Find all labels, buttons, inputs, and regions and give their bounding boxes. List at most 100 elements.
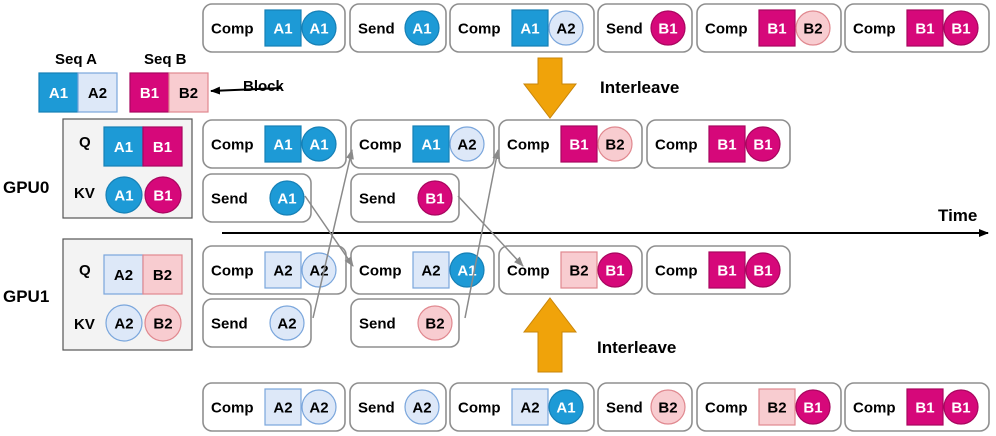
top-op-6-kv-block (943, 10, 979, 46)
time-label: Time (938, 206, 977, 225)
gpu0-comp-1-q-block-label: A1 (273, 137, 292, 154)
gpu1-kv-a2-block (105, 304, 143, 342)
gpu0-kv-b1-block-label: B1 (153, 188, 172, 205)
gpu0-q-b1-block (142, 126, 183, 167)
seq-a-label: Seq A (55, 51, 97, 68)
bottom-op-6-q-block (906, 388, 944, 426)
bottom-op-5-op-label: Comp (705, 400, 748, 417)
top-op-6-q-block-label: B1 (915, 21, 934, 38)
legend-b1-block (129, 72, 170, 113)
gpu0-comp-1-kv-block (301, 126, 337, 162)
top-op-4: Send B1 (597, 3, 693, 53)
send-a2-arrow (312, 149, 354, 319)
bottom-op-2-kv-block (404, 389, 440, 425)
gpu0-q-label: Q (79, 134, 91, 151)
gpu1-q-a2-block (103, 254, 144, 295)
bottom-op-1-q-block-label: A2 (273, 400, 292, 417)
gpu1-comp-1-kv-block (301, 252, 337, 288)
gpu0-label: GPU0 (3, 178, 49, 197)
gpu0-comp-1-op-label: Comp (211, 137, 254, 154)
bottom-op-6-op-label: Comp (853, 400, 896, 417)
bottom-op-6-kv-block (943, 389, 979, 425)
top-op-3-kv-block-label: A2 (556, 21, 575, 38)
communication-arrows (304, 149, 524, 319)
top-op-3-q-block (511, 9, 549, 47)
gpu0-send-1-kv-block (269, 180, 305, 216)
gpu1-comp-3-kv-block-label: B1 (605, 263, 624, 280)
gpu0-send-2-kv-block (417, 180, 453, 216)
top-op-4-kv-block-label: B1 (658, 21, 677, 38)
gpu0-send-1-kv-block-label: A1 (277, 191, 296, 208)
top-op-5-kv-block (795, 10, 831, 46)
bottom-op-1-q-block (264, 388, 302, 426)
gpu1-q-b2-block-label: B2 (153, 267, 172, 284)
bottom-op-4-op-label: Send (606, 400, 643, 417)
top-op-4-op-label: Send (606, 21, 643, 38)
gpu0-comp-3-kv-block (597, 126, 633, 162)
bottom-op-1-kv-block-label: A2 (309, 400, 328, 417)
gpu1-q-a2-block-label: A2 (114, 267, 133, 284)
seq-b-label: Seq B (144, 51, 187, 68)
legend-b2-block (168, 72, 209, 113)
gpu0-comp-3-q-block-label: B1 (569, 137, 588, 154)
gpu1-send-1: Send A2 (202, 298, 312, 348)
gpu1-comp-2-q-block (412, 251, 450, 289)
interleave-down-arrow (522, 57, 578, 119)
top-op-1-op-label: Comp (211, 21, 254, 38)
block-label: Block (243, 78, 285, 95)
gpu0-comp-2-kv-block (449, 126, 485, 162)
bottom-op-3-op-label: Comp (458, 400, 501, 417)
bottom-op-6-kv-block-label: B1 (951, 400, 970, 417)
top-op-5-kv-block-label: B2 (803, 21, 822, 38)
gpu1-comp-3-op-label: Comp (507, 263, 550, 280)
bottom-op-1-kv-block (301, 389, 337, 425)
gpu1-kv-a2-block-label: A2 (114, 316, 133, 333)
time-axis: Time (222, 206, 989, 237)
legend-a2-block-label: A2 (88, 85, 107, 102)
top-op-3-op-label: Comp (458, 21, 501, 38)
send-a1-arrow (304, 195, 354, 267)
gpu1-send-1-kv-block-label: A2 (277, 316, 296, 333)
gpu0-comp-3-q-block (560, 125, 598, 163)
gpu0-comp-4-q-block (708, 125, 746, 163)
gpu1-send-1-op-label: Send (211, 316, 248, 333)
bottom-op-5-q-block-label: B2 (767, 400, 786, 417)
legend-a1-block-label: A1 (49, 85, 68, 102)
send-b2-arrow (464, 149, 501, 319)
bottom-op-3-q-block (511, 388, 549, 426)
bottom-op-3-q-block-label: A2 (520, 400, 539, 417)
gpu1-send-2-op-label: Send (359, 316, 396, 333)
top-op-1-q-block (264, 9, 302, 47)
top-op-1-kv-block (301, 10, 337, 46)
send-b1-arrow (457, 195, 524, 267)
gpu0-comp-3-op-label: Comp (507, 137, 550, 154)
bottom-op-3-kv-block (548, 389, 584, 425)
gpu1-q-label: Q (79, 262, 91, 279)
top-op-1-kv-block-label: A1 (309, 21, 328, 38)
